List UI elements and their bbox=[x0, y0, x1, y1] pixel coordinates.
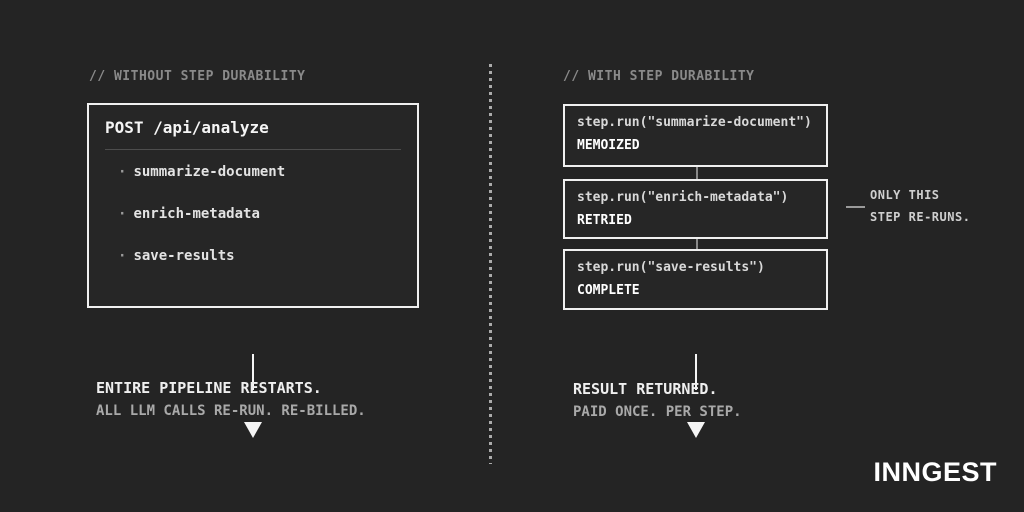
annotation-line-1: ONLY THIS bbox=[870, 188, 940, 202]
step-code: step.run("summarize-document") bbox=[577, 115, 812, 130]
bullet-dot: · bbox=[118, 164, 127, 180]
arrow-head bbox=[244, 422, 262, 438]
bullet-dot: · bbox=[118, 206, 127, 222]
left-caption-secondary: ALL LLM CALLS RE-RUN. RE-BILLED. bbox=[96, 403, 366, 419]
step-code: step.run("save-results") bbox=[577, 260, 765, 275]
down-arrow-icon bbox=[243, 322, 263, 470]
pipeline-step-label: summarize-document bbox=[133, 164, 286, 180]
arrow-shaft bbox=[695, 354, 697, 390]
down-arrow-icon bbox=[686, 322, 706, 470]
pipeline-step-item: · summarize-document bbox=[118, 165, 285, 179]
step-box-summarize: step.run("summarize-document") MEMOIZED bbox=[563, 104, 828, 167]
pipeline-step-item: · enrich-metadata bbox=[118, 207, 260, 221]
right-caption-primary: RESULT RETURNED. bbox=[573, 380, 718, 398]
annotation-line-2: STEP RE-RUNS. bbox=[870, 210, 971, 224]
step-status: RETRIED bbox=[577, 213, 632, 228]
arrow-head bbox=[687, 422, 705, 438]
right-section-comment: // WITH STEP DURABILITY bbox=[563, 69, 755, 84]
pipeline-step-label: save-results bbox=[133, 248, 235, 264]
inngest-logo: INNGEST bbox=[873, 457, 997, 487]
right-caption-secondary: PAID ONCE. PER STEP. bbox=[573, 404, 742, 420]
step-connector-line bbox=[696, 239, 698, 249]
step-connector-line bbox=[696, 167, 698, 179]
left-section-comment: // WITHOUT STEP DURABILITY bbox=[89, 69, 306, 84]
step-status: COMPLETE bbox=[577, 283, 640, 298]
step-status: MEMOIZED bbox=[577, 138, 640, 153]
step-box-enrich: step.run("enrich-metadata") RETRIED bbox=[563, 179, 828, 239]
bullet-dot: · bbox=[118, 248, 127, 264]
pipeline-step-item: · save-results bbox=[118, 249, 235, 263]
step-box-save: step.run("save-results") COMPLETE bbox=[563, 249, 828, 310]
left-caption-primary: ENTIRE PIPELINE RESTARTS. bbox=[96, 379, 322, 397]
step-code: step.run("enrich-metadata") bbox=[577, 190, 789, 205]
annotation-pointer-dash bbox=[846, 206, 865, 208]
api-pipeline-box: POST /api/analyze · summarize-document · e… bbox=[87, 103, 419, 308]
api-endpoint-title: POST /api/analyze bbox=[105, 118, 269, 137]
pipeline-step-label: enrich-metadata bbox=[133, 206, 260, 222]
arrow-shaft bbox=[252, 354, 254, 390]
title-divider-line bbox=[105, 149, 401, 150]
vertical-dotted-divider bbox=[489, 64, 492, 464]
